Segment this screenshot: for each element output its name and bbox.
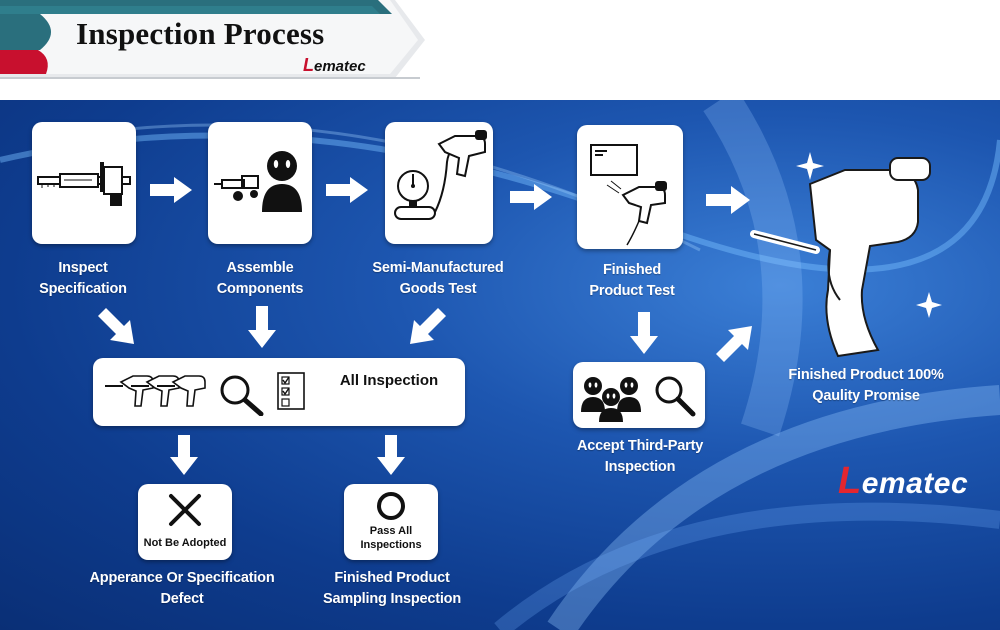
step-card-inspect-spec: [32, 122, 136, 244]
arrow-down-4: [377, 435, 405, 475]
rejected-card-label: Not Be Adopted: [143, 537, 227, 549]
header-bar: Inspection Process Lematec: [0, 0, 1000, 100]
step-card-finished-test: [577, 125, 683, 249]
all-inspection-card: All Inspection: [93, 358, 465, 426]
checklist-icon: [277, 372, 305, 410]
label-defect: Apperance Or Specification Defect: [89, 570, 275, 607]
arrow-down-1: [248, 306, 276, 348]
label-assemble: Assemble Components: [216, 260, 304, 297]
label-inspect-spec: Inspect Specification: [39, 260, 127, 297]
arrow-down-2: [630, 312, 658, 354]
label-third-party: Accept Third-Party Inspection: [576, 438, 704, 475]
passed-card-label: Pass All Inspections: [360, 525, 422, 551]
sparkle-icon-2: [916, 292, 942, 318]
arrow-down-right: [98, 308, 134, 344]
magnifier-icon-2: [655, 376, 696, 417]
spray-gun-icon: [214, 175, 259, 201]
third-party-card: [573, 362, 705, 428]
arrow-right-4: [706, 186, 750, 214]
caliper-icon: [37, 162, 131, 206]
arrow-right-3: [510, 184, 552, 210]
step-card-assemble: [208, 122, 312, 244]
spray-test-icon: [590, 144, 667, 246]
circle-mark-icon: [377, 492, 405, 520]
sparkle-icon: [796, 152, 824, 180]
arrow-right-2: [326, 177, 368, 203]
header-banner-shape: [0, 0, 425, 79]
rejected-card: Not Be Adopted: [138, 484, 232, 560]
step-card-semi-test: [385, 122, 493, 244]
passed-card: Pass All Inspections: [344, 484, 438, 560]
spray-gun-product-icon: [750, 157, 931, 358]
arrow-down-3: [170, 435, 198, 475]
all-inspection-label: All Inspection: [339, 372, 439, 389]
magnifier-icon: [220, 375, 264, 416]
label-quality-promise: Finished Product 100% Qaulity Promise: [788, 367, 944, 404]
spray-gun-row-icon: [105, 375, 206, 407]
label-semi-test: Semi-Manufactured Goods Test: [372, 260, 504, 297]
x-mark-icon: [169, 494, 201, 526]
footer-brand-logo: Lematec: [838, 460, 969, 502]
page-title: Inspection Process: [76, 16, 325, 51]
arrow-up-right: [716, 326, 752, 362]
header-brand-logo: Lematec: [303, 55, 366, 75]
arrow-right-1: [150, 177, 192, 203]
label-finished-test: Finished Product Test: [589, 262, 675, 299]
group-icon: [581, 377, 641, 422]
pressure-gauge-icon: [394, 130, 487, 220]
person-icon: [262, 151, 302, 212]
arrow-down-left: [410, 308, 446, 344]
label-sampling: Finished Product Sampling Inspection: [323, 570, 461, 607]
